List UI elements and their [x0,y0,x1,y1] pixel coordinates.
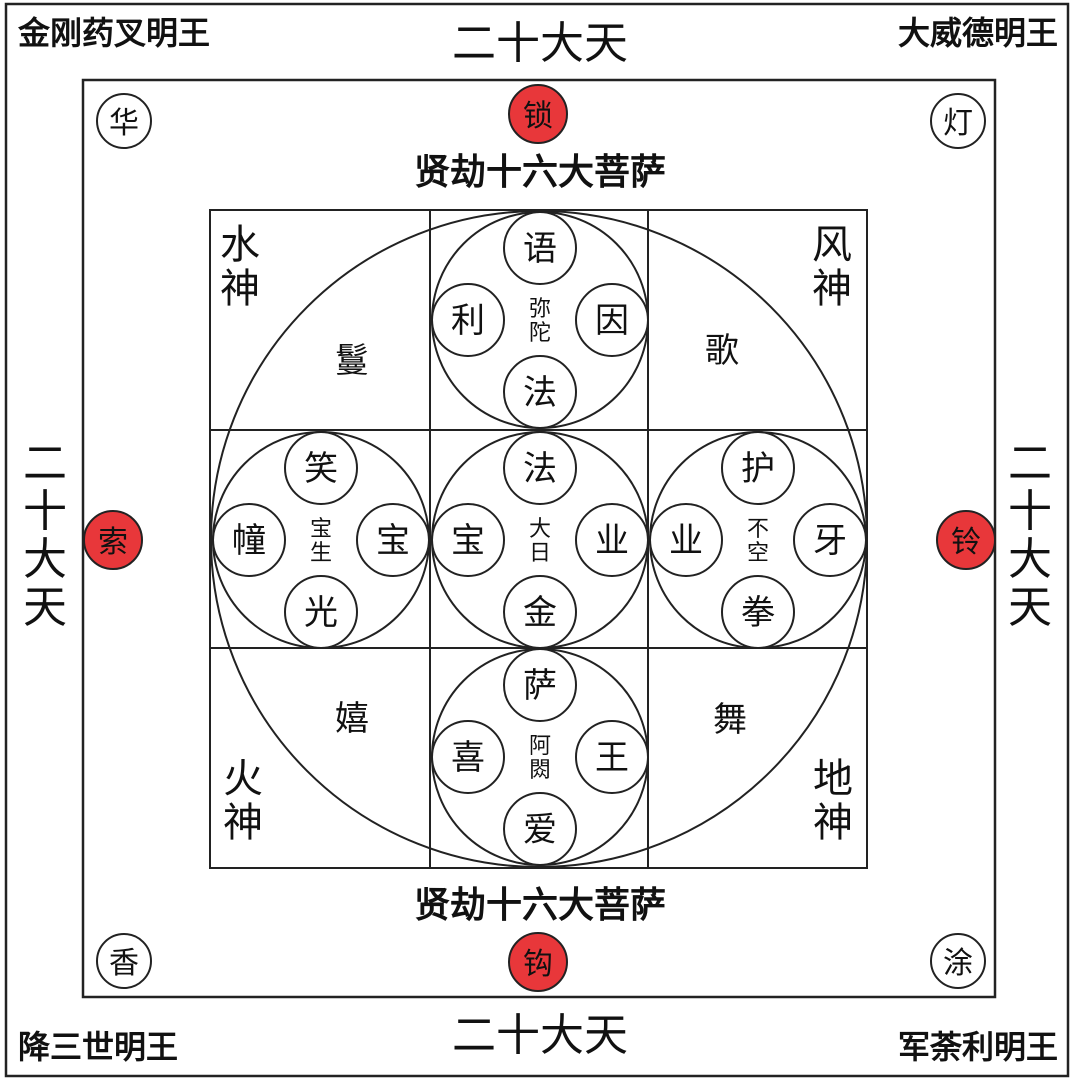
moon-disc-north-center-label: 弥陀 [529,297,551,346]
moon-disc-south-left-circle [431,720,505,794]
corner-title-bottom-left: 降三世明王 [18,1028,178,1066]
side-label-left: 二十大天 [23,438,67,633]
corner-title-bottom-right: 军荼利明王 [898,1028,1058,1066]
moon-disc-east-bottom-label: 拳 [741,593,775,633]
moon-disc-south-top-label: 萨 [523,666,557,706]
offering-circle-top-right: 灯 [930,93,986,149]
bodhisattva-row-top: 贤劫十六大菩萨 [414,151,666,193]
moon-disc-west-left-label: 幢 [232,521,266,561]
moon-disc-south-right-circle [575,720,649,794]
offering-song: 歌 [705,331,739,371]
moon-disc-east-left-label: 业 [669,521,703,561]
moon-discs: 语法利因弥陀法金宝业大日笑光幢宝宝生护拳业牙不空萨爱喜王阿閦 [212,211,867,866]
gate-circle-left: 索 [83,510,143,570]
moon-disc-north-bottom-circle [503,355,577,429]
offering-circle-top-left: 华 [96,93,152,149]
gate-circle-bottom: 钩 [508,932,568,992]
moon-disc-west-bottom-label: 光 [304,593,338,633]
offering-dance: 舞 [713,700,747,740]
gate-circle-left-label: 索 [98,525,128,560]
corner-title-top-left: 金刚药叉明王 [17,14,210,52]
moon-disc-north-left-circle [431,283,505,357]
moon-disc-center-right-circle [575,503,649,577]
offering-circle-top-right-label: 灯 [943,106,973,141]
moon-disc-north-right-label: 因 [595,301,629,341]
deity-earth: 地神 [813,756,853,846]
offering-circle-bottom-left: 香 [96,933,152,989]
side-label-bottom: 二十大天 [452,1010,628,1061]
moon-disc-south-center-label: 阿閦 [529,734,551,783]
moon-disc-east-top-label: 护 [741,449,775,489]
moon-disc-west-right-circle [356,503,430,577]
moon-disc-south-right-label: 王 [595,738,629,778]
moon-disc-west-left-circle [212,503,286,577]
moon-disc-north-left-label: 利 [451,301,485,341]
deity-fire: 火神 [223,756,263,846]
moon-disc-south-bottom-circle [503,792,577,866]
moon-disc-west: 笑光幢 宝 宝生 [212,431,430,649]
outer-frame [4,2,1070,1078]
offering-garland: 鬘 [335,341,369,381]
gate-circle-right: 铃 [936,510,996,570]
gate-circle-right-label: 铃 [951,525,981,560]
moon-disc-south-bottom-label: 爱 [523,810,557,850]
moon-disc-west-right-label: 宝 [376,521,410,561]
moon-disc-north-right-circle [575,283,649,357]
moon-disc-center-left-label: 宝 [451,521,485,561]
moon-disc-west-top-label: 笑 [304,449,338,489]
moon-disc-north-top-label: 语 [523,229,557,269]
moon-disc-north-top-circle [503,211,577,285]
moon-disc-west-bottom-circle [284,575,358,649]
moon-disc-center-right-label: 业 [595,521,629,561]
bodhisattva-row-bottom: 贤劫十六大菩萨 [414,884,666,926]
moon-disc-east-top-circle [721,431,795,505]
deity-water: 水神 [220,222,260,312]
offering-circle-top-left-label: 华 [109,106,139,141]
moon-disc-north-bottom-label: 法 [523,373,557,413]
gate-circle-bottom-label: 钩 [523,947,553,982]
gate-circle-top: 锁 [508,84,568,144]
moon-disc-center: 法金宝 业 大日 [431,431,649,649]
moon-disc-south: 萨爱喜 王 阿閦 [431,648,649,866]
moon-disc-east-right-circle [793,503,867,577]
great-circle [210,210,868,868]
moon-disc-center-center-label: 大日 [529,517,551,566]
moon-disc-north: 语法利 因 弥陀 [431,211,649,429]
moon-disc-east-right-label: 牙 [813,521,847,561]
side-label-top: 二十大天 [452,18,628,69]
moon-disc-south-left-label: 喜 [451,738,485,778]
side-label-right: 二十大天 [1008,438,1052,633]
moon-disc-east-center-label: 不空 [747,517,769,566]
gate-circle-top-label: 锁 [523,99,553,134]
moon-disc-center-top-label: 法 [523,449,557,489]
offering-circle-bottom-right: 涂 [930,933,986,989]
corner-title-top-right: 大威德明王 [898,14,1058,52]
moon-disc-west-center-label: 宝生 [310,517,332,566]
moon-disc-south-top-circle [503,648,577,722]
moon-disc-east-bottom-circle [721,575,795,649]
moon-disc-center-left-circle [431,503,505,577]
deity-wind: 风神 [812,222,852,312]
moon-disc-center-bottom-label: 金 [523,593,557,633]
offering-circle-bottom-left-label: 香 [109,946,139,981]
offering-circle-bottom-right-label: 涂 [943,946,973,981]
moon-disc-west-top-circle [284,431,358,505]
offering-play: 嬉 [335,699,369,739]
moon-disc-east: 护拳业 牙 不空 [649,431,867,649]
moon-disc-east-left-circle [649,503,723,577]
moon-disc-center-top-circle [503,431,577,505]
